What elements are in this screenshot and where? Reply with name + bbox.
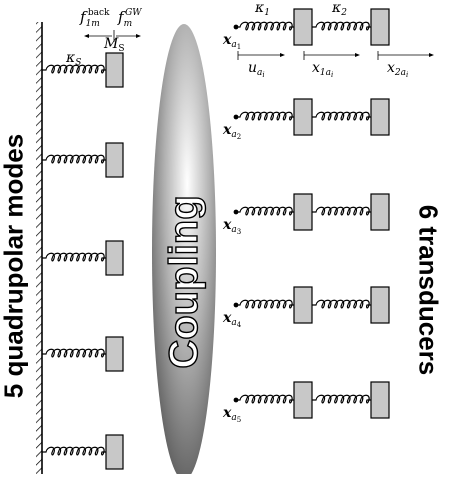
force-back-label: f1mback — [79, 8, 110, 29]
transducer-mass-2 — [370, 98, 390, 136]
mode-spring — [42, 64, 106, 74]
mode-mass — [105, 52, 124, 88]
transducer-mass-2 — [370, 8, 390, 46]
transducer-position-label: xa3 — [222, 217, 241, 236]
transducer-mass-1 — [293, 8, 313, 46]
force-arrows — [84, 30, 141, 42]
transducer-spring-1 — [236, 21, 294, 31]
displacement-u-label: uai — [248, 60, 265, 79]
transducer-mass-1 — [293, 193, 313, 231]
transducer-mass-2 — [370, 193, 390, 231]
mode-spring — [42, 154, 106, 164]
mode-spring — [42, 348, 106, 358]
transducer-spring-2 — [312, 299, 371, 309]
transducer-mass-2 — [370, 286, 390, 324]
fixed-wall — [36, 22, 43, 474]
displacement-arrows — [237, 51, 434, 60]
mode-mass — [105, 336, 124, 372]
transducer-position-label: xa2 — [222, 122, 241, 141]
mode-mass — [105, 142, 124, 178]
right-side-label: 6 transducers — [413, 204, 444, 376]
mode-spring — [42, 252, 106, 262]
transducer-mass-1 — [293, 98, 313, 136]
transducer-mass-1 — [293, 286, 313, 324]
spring-kappa-1-label: κ1 — [254, 0, 270, 18]
transducer-mass-2 — [370, 381, 390, 419]
displacement-x2-label: x2ai — [387, 60, 408, 79]
mass-label: MS — [103, 36, 125, 54]
spring-kappa-2-label: κ2 — [331, 0, 347, 18]
mode-spring — [42, 446, 106, 456]
mode-mass — [105, 434, 124, 470]
transducer-spring-1 — [236, 206, 294, 216]
transducer-chains: xa1 xa2 xa3 xa4 xa5 — [222, 8, 390, 424]
mode-oscillators — [42, 52, 124, 470]
transducer-spring-2 — [312, 206, 371, 216]
transducer-position-label: xa5 — [222, 405, 241, 424]
coupling-label: Coupling — [162, 195, 206, 368]
transducer-spring-1 — [236, 394, 294, 404]
transducer-spring-2 — [312, 111, 371, 121]
transducer-spring-1 — [236, 111, 294, 121]
mode-mass — [105, 240, 124, 276]
transducer-spring-2 — [312, 21, 371, 31]
displacement-x1-label: x1ai — [312, 60, 333, 79]
force-gw-label: fmGW — [117, 8, 142, 29]
transducer-mass-1 — [293, 381, 313, 419]
coupling-ellipse — [152, 24, 216, 478]
transducer-spring-1 — [236, 299, 294, 309]
transducer-spring-2 — [312, 394, 371, 404]
transducer-position-label: xa4 — [222, 310, 242, 329]
transducer-position-label: xa1 — [222, 32, 241, 51]
left-side-label: 5 quadrupolar modes — [0, 133, 29, 399]
